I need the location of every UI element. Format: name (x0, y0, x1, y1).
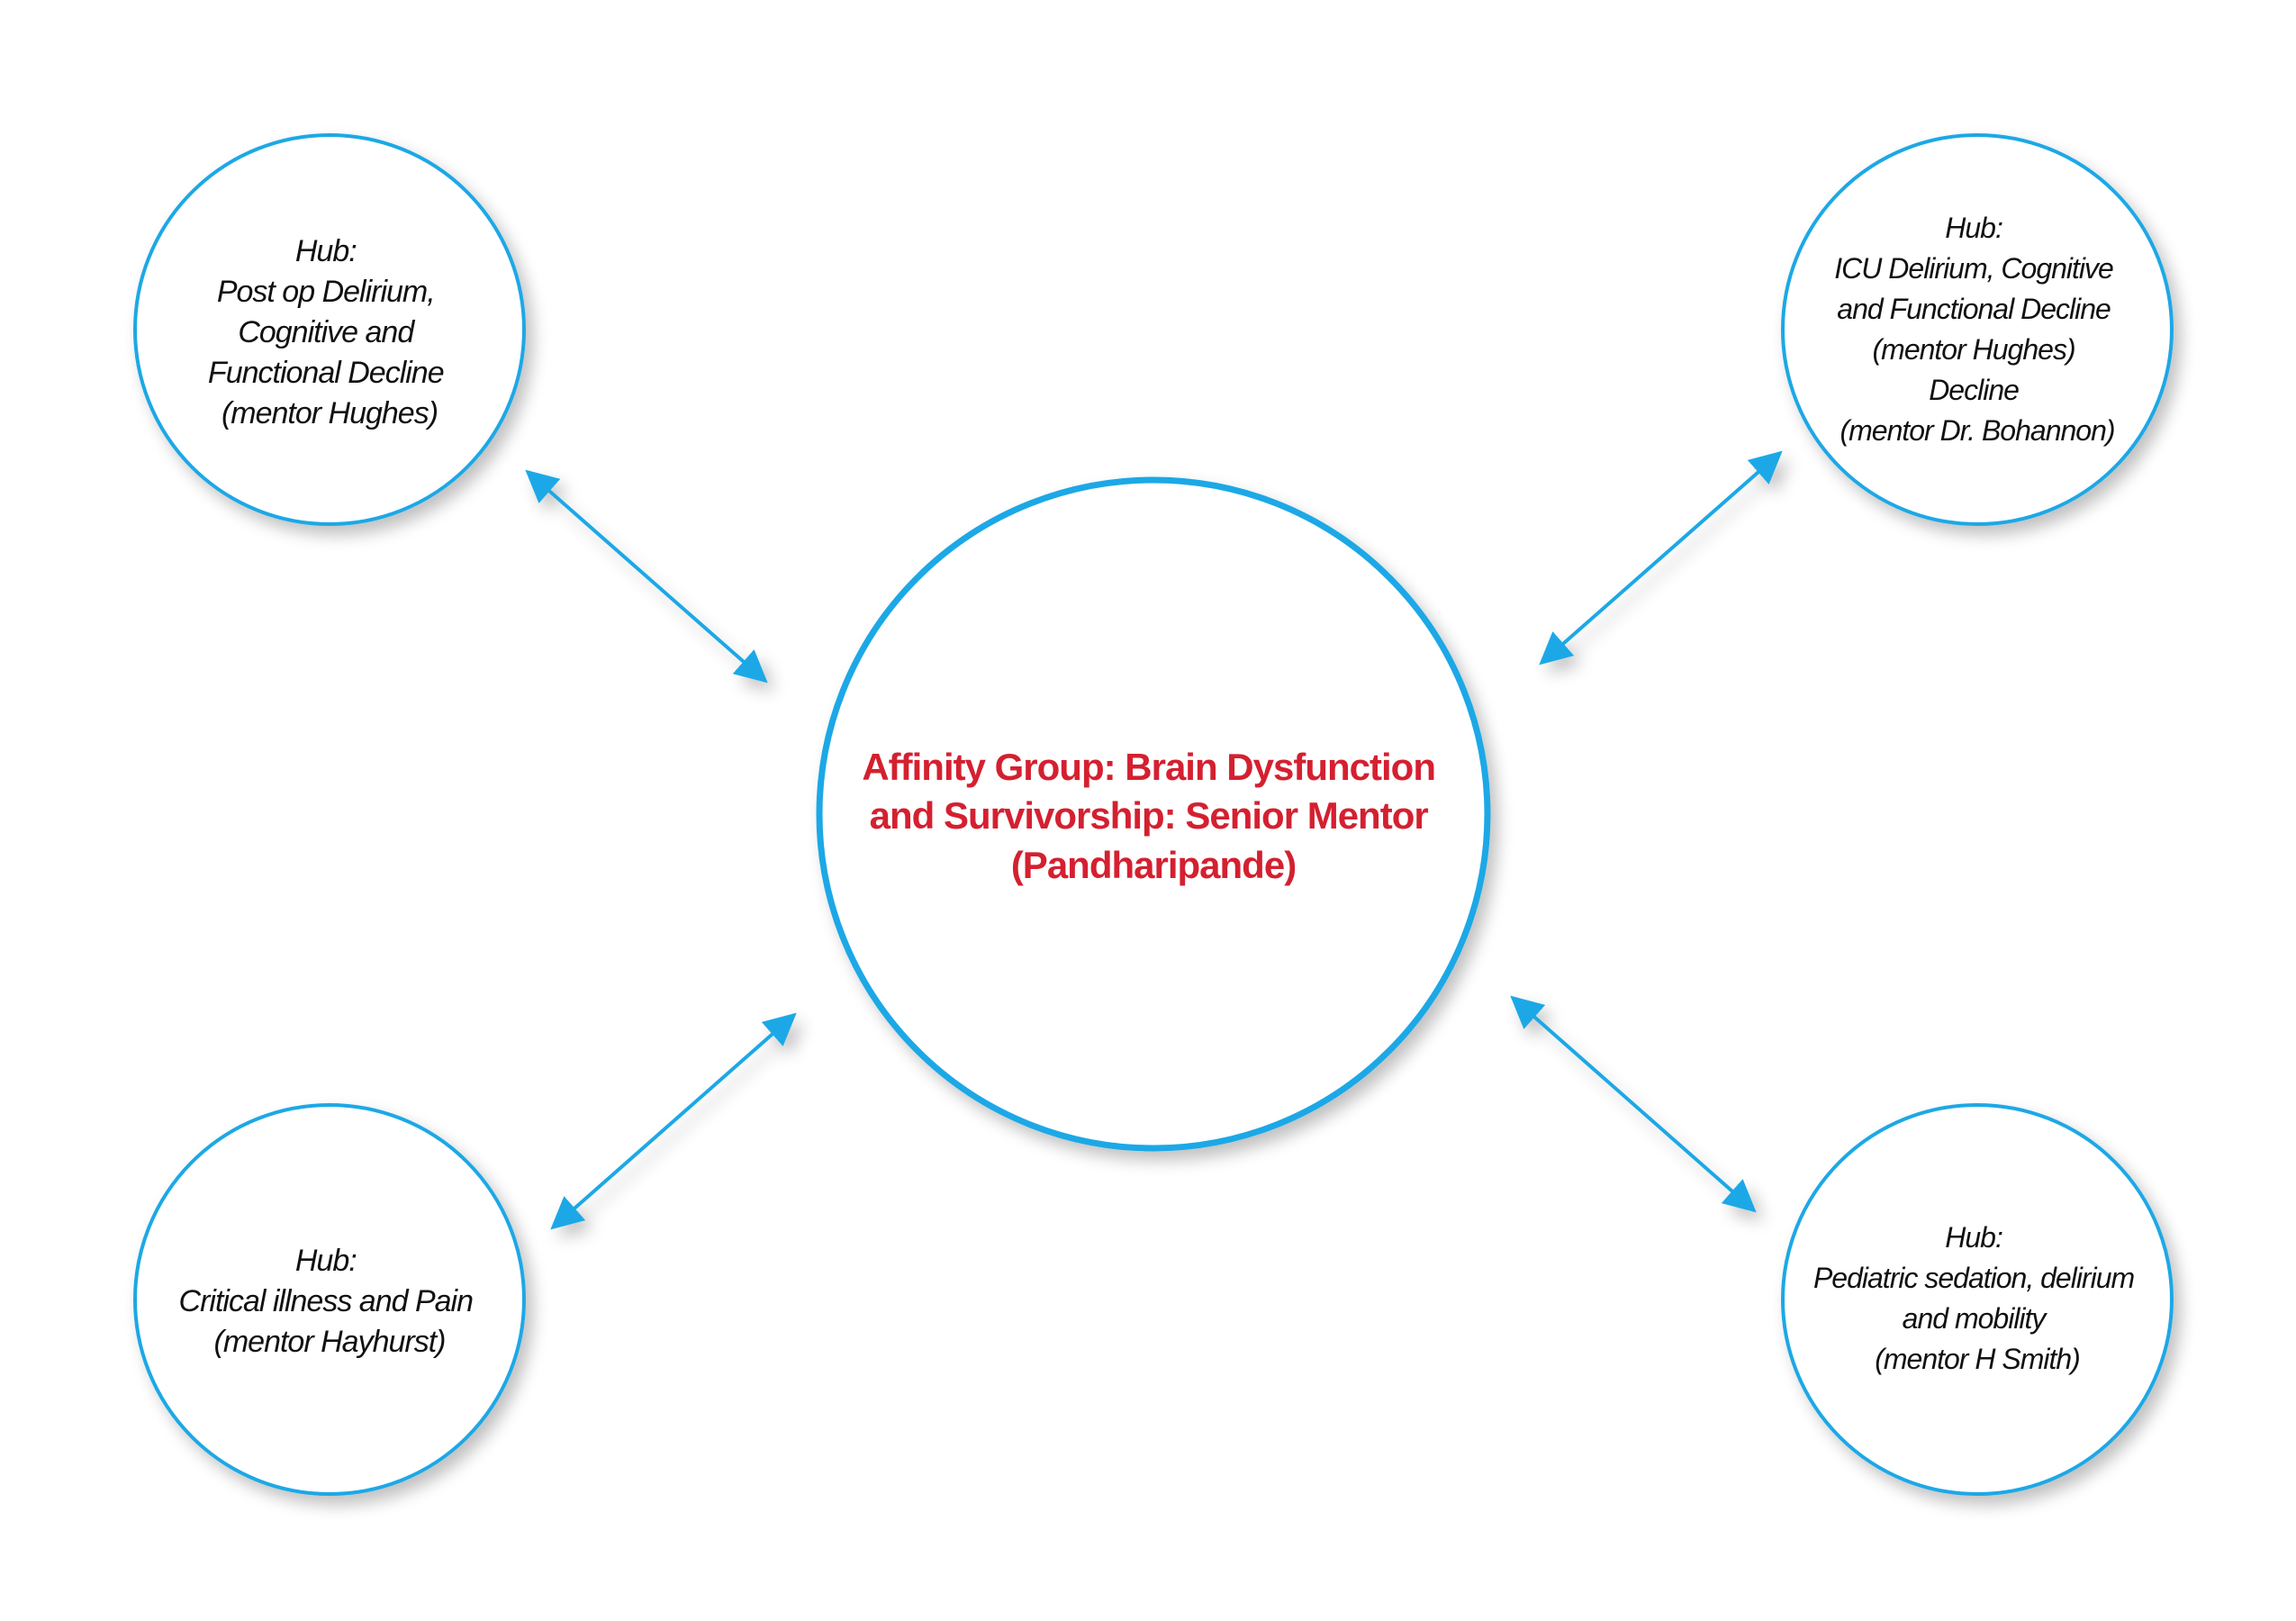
hub-icu-delirium: Hub: ICU Delirium, Cognitive and Functio… (1781, 133, 2174, 526)
hub-text-line: Functional Decline (208, 356, 444, 390)
hub-text-line: Decline (1929, 374, 2019, 406)
hub-text-line: (mentor H Smith) (1875, 1343, 2080, 1375)
hub-text-line: (mentor Hughes) (221, 396, 438, 430)
svg-text:Affinity Group: Brain Dysfunct: Affinity Group: Brain Dysfunction and Su… (862, 746, 1444, 886)
center-title-line: (Pandharipande) (1011, 844, 1296, 886)
hub-text-line: (mentor Dr. Bohannon) (1840, 414, 2114, 447)
hub-text-line: (mentor Hayhurst) (214, 1325, 446, 1359)
hub-pediatric-sedation: Hub: Pediatric sedation, delirium and mo… (1781, 1103, 2174, 1496)
hub-text-line: Pediatric sedation, delirium (1813, 1262, 2135, 1294)
svg-text:Hub: Pediatric sedation,: Hub: Pediatric sedation, delirium and mo… (1813, 1221, 2141, 1375)
svg-text:Hub: Post op Delirium,: Hub: Post op Delirium, Cognitive and Fun… (208, 234, 451, 430)
svg-text:Hub: ICU Delirium, Cogni: Hub: ICU Delirium, Cognitive and Functio… (1834, 212, 2120, 447)
hub-text-line: and mobility (1903, 1302, 2048, 1335)
arrow-bottom-left (550, 1012, 797, 1230)
arrow-bottom-right (1510, 995, 1757, 1213)
hub-text-line: Post op Delirium, (217, 275, 435, 309)
hub-text-line: Hub: (295, 1244, 357, 1278)
center-title-line: Affinity Group: Brain Dysfunction (862, 746, 1435, 788)
center-title-line: and Survivorship: Senior Mentor (870, 794, 1429, 837)
arrow-top-right (1539, 450, 1783, 666)
hub-post-op-delirium: Hub: Post op Delirium, Cognitive and Fun… (133, 133, 526, 526)
hub-text-line: Critical illness and Pain (179, 1284, 474, 1318)
hub-text-line: ICU Delirium, Cognitive (1834, 252, 2113, 285)
hub-text-line: Hub: (295, 234, 357, 268)
hub-text-line: Hub: (1945, 212, 2002, 244)
hub-critical-illness-pain: Hub: Critical illness and Pain (mentor H… (133, 1103, 526, 1496)
hub-text-line: Cognitive and (238, 315, 415, 349)
center-node: Affinity Group: Brain Dysfunction and Su… (816, 476, 1491, 1152)
hub-text-line: Hub: (1945, 1221, 2002, 1254)
arrow-top-left (525, 469, 768, 684)
svg-text:Hub: Critical illness an: Hub: Critical illness and Pain (mentor H… (179, 1244, 481, 1359)
hub-text-line: and Functional Decline (1837, 293, 2111, 325)
hub-text-line: (mentor Hughes) (1873, 333, 2075, 366)
